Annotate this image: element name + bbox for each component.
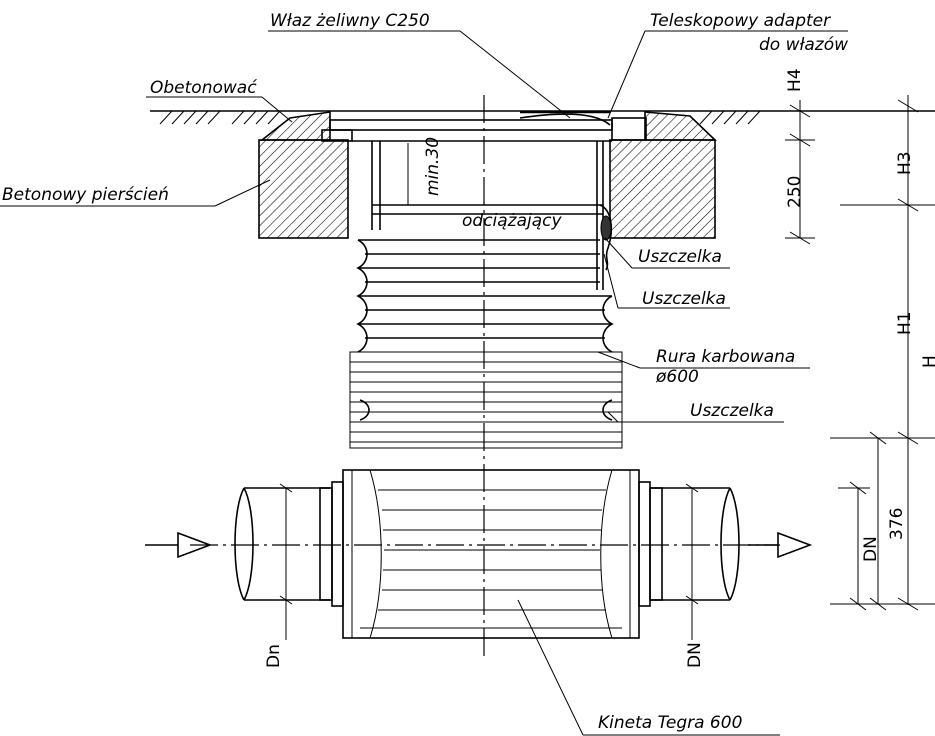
dim-h3: H3 — [895, 151, 915, 175]
label-corrugated-pipe-diameter: ø600 — [655, 367, 699, 387]
dim-h: H — [920, 355, 935, 368]
dim-h1: H1 — [895, 311, 915, 335]
dim-dn-inlet: Dn — [264, 644, 284, 668]
telescopic-adapter — [371, 141, 613, 290]
concrete-fill-wedges — [259, 111, 717, 141]
centre-axes — [190, 95, 780, 660]
leader-lines — [0, 30, 848, 736]
dim-dn-right: DN — [861, 536, 881, 562]
dimension-lines — [279, 95, 935, 640]
label-telescopic-adapter: Teleskopowy adapter — [650, 11, 831, 31]
label-telescopic-adapter-2: do włazów — [759, 35, 848, 55]
label-manhole-cover: Właz żeliwny C250 — [270, 11, 430, 31]
dim-250: 250 — [785, 176, 805, 208]
dim-h4: H4 — [785, 68, 805, 92]
corrugated-pipe-upper — [356, 239, 614, 353]
label-seal-1: Uszczelka — [638, 247, 722, 267]
manhole-cover — [321, 110, 647, 142]
label-seal-3: Uszczelka — [690, 401, 774, 421]
dim-dn-outlet: DN — [685, 642, 705, 668]
dim-376: 376 — [887, 508, 907, 540]
label-base: Kineta Tegra 600 — [598, 713, 742, 733]
flow-arrows — [145, 531, 813, 559]
concrete-ring — [258, 139, 716, 239]
label-concrete-ring: Betonowy pierścień — [2, 185, 169, 205]
label-concrete-fill: Obetonować — [150, 78, 257, 98]
outlet-pipe — [638, 481, 740, 607]
base-kineta — [342, 469, 640, 639]
label-seal-2: Uszczelka — [642, 289, 726, 309]
corrugated-pipe-ribbed — [349, 351, 623, 449]
label-relieving: odciążający — [462, 211, 563, 231]
label-min-depth: min.30 — [423, 137, 443, 196]
label-corrugated-pipe: Rura karbowana — [656, 347, 795, 367]
inlet-pipe — [234, 481, 344, 607]
